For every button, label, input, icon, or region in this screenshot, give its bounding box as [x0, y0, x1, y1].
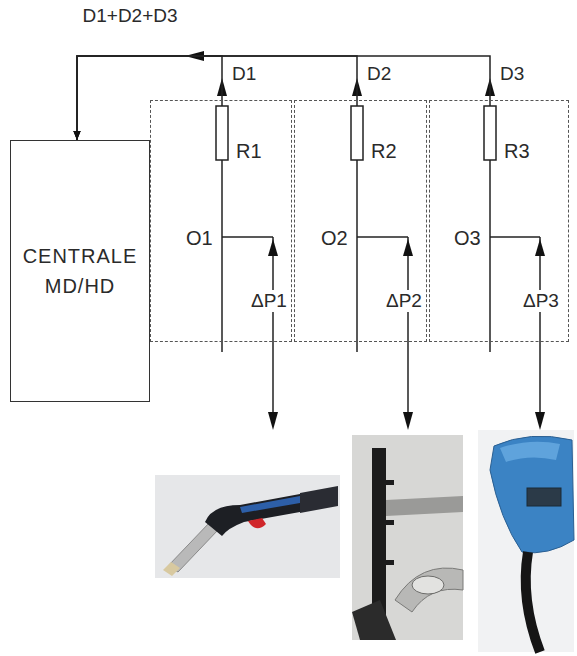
arrowhead: [403, 239, 413, 256]
hose: [352, 600, 396, 640]
torch-hose: [300, 486, 338, 513]
arrowhead: [403, 412, 413, 430]
pressure-label: ΔP2: [384, 290, 424, 312]
tube: [395, 568, 463, 612]
photo-ground: [352, 435, 463, 640]
pipe-line: [222, 236, 273, 238]
flow-arrowheads: [185, 51, 545, 430]
pressure-label: ΔP1: [249, 290, 289, 312]
box-title: CENTRALE MD/HD: [21, 241, 139, 301]
wiring: [216, 100, 540, 424]
arrowhead: [268, 239, 278, 256]
helmet-picture: [478, 430, 574, 652]
spout: [412, 576, 444, 594]
resistor-symbol: [216, 106, 228, 160]
arrowhead: [535, 239, 545, 256]
photo-ground: [478, 430, 574, 652]
outlet-group: O3 R3ΔP3: [429, 100, 569, 342]
helmet-hose: [526, 552, 540, 652]
resistor-label: R2: [371, 140, 397, 162]
pressure-label: ΔP3: [521, 290, 561, 312]
central-unit-box: CENTRALE MD/HD: [10, 140, 150, 402]
nozzle-picture: [352, 435, 463, 640]
torch-tip: [163, 562, 180, 576]
flow-connector: [77, 56, 357, 140]
flow-label: D1: [232, 63, 256, 85]
resistor-symbol: [484, 106, 496, 160]
helmet-rim: [500, 442, 560, 462]
helmet-visor: [527, 488, 561, 506]
resistor-label: R1: [236, 140, 262, 162]
pipe-line: [539, 237, 541, 424]
outlet-group: O1 R1ΔP1: [150, 100, 292, 342]
flow-total-label: D1+D2+D3: [83, 5, 178, 27]
arrowhead: [268, 412, 278, 430]
torch-stripe: [240, 496, 300, 513]
outlet-label: O1: [186, 227, 213, 249]
resistor-label: R3: [504, 140, 530, 162]
comb-tooth: [386, 560, 394, 565]
pipe-line: [357, 236, 408, 238]
helmet-shell: [490, 436, 574, 553]
torch-neck: [168, 522, 218, 572]
resistor-symbol: [351, 106, 363, 160]
comb-tooth: [386, 520, 394, 525]
pipe-line: [407, 237, 409, 424]
torch-picture: [155, 475, 340, 578]
outlet-label: O3: [454, 227, 481, 249]
comb-tooth: [386, 480, 394, 485]
flow-label: D2: [367, 63, 391, 85]
flow-label: D3: [500, 63, 524, 85]
outlet-group: O2 R2ΔP2: [294, 100, 427, 342]
arrowhead: [535, 412, 545, 430]
torch-trigger: [248, 518, 266, 528]
tube: [386, 496, 463, 516]
photo-ground: [155, 475, 340, 578]
torch-handle: [205, 494, 300, 536]
pipe-line: [490, 236, 540, 238]
outlet-label: O2: [321, 227, 348, 249]
comb-bar: [372, 448, 386, 624]
pipe-line: [272, 237, 274, 424]
